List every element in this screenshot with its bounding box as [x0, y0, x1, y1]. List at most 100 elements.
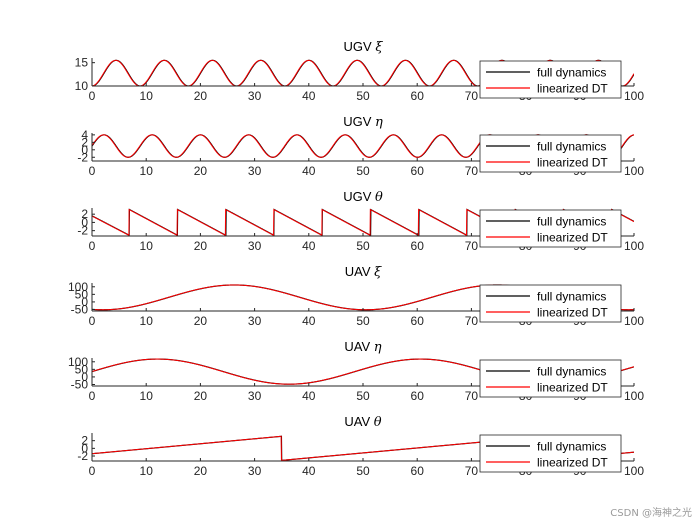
title-symbol: η: [375, 115, 383, 130]
x-tick-label: 0: [89, 314, 96, 328]
x-tick-label: 60: [411, 89, 425, 103]
x-tick-label: 0: [89, 89, 96, 103]
subplot-4: UAV ξ0102030405060708090100-50050100full…: [68, 264, 644, 328]
y-tick-label: 100: [68, 355, 88, 369]
x-tick-label: 70: [465, 239, 479, 253]
legend-label: linearized DT: [537, 306, 608, 320]
title-prefix: UGV: [343, 114, 375, 129]
y-tick-label: 100: [68, 280, 88, 294]
x-tick-label: 50: [356, 89, 370, 103]
y-tick-label: 50: [75, 287, 89, 301]
legend-label: linearized DT: [537, 156, 608, 170]
y-tick-label: 0: [81, 215, 88, 229]
x-tick-label: 40: [302, 239, 316, 253]
legend-label: linearized DT: [537, 231, 608, 245]
x-tick-label: 20: [194, 314, 208, 328]
legend-label: full dynamics: [537, 290, 606, 304]
x-tick-label: 40: [302, 89, 316, 103]
y-tick-label: -2: [77, 449, 88, 463]
x-tick-label: 40: [302, 464, 316, 478]
subplot-title: UAV η: [344, 339, 381, 355]
x-tick-label: 60: [411, 164, 425, 178]
x-tick-label: 100: [624, 239, 644, 253]
x-tick-label: 30: [248, 89, 262, 103]
legend-label: full dynamics: [537, 215, 606, 229]
title-symbol: θ: [374, 415, 382, 430]
legend-box: [479, 134, 622, 173]
y-tick-label: -2: [77, 150, 88, 164]
x-tick-label: 70: [465, 89, 479, 103]
legend: full dynamics linearized DT: [479, 284, 622, 323]
x-tick-label: 70: [465, 314, 479, 328]
x-tick-label: 10: [140, 89, 154, 103]
subplot-5: UAV η0102030405060708090100-50050100full…: [68, 339, 644, 403]
x-tick-label: 100: [624, 464, 644, 478]
title-symbol: θ: [375, 190, 383, 205]
watermark: CSDN @海神之光: [610, 508, 692, 519]
x-tick-label: 40: [302, 314, 316, 328]
y-tick-label: 0: [81, 441, 88, 455]
y-tick-label: 2: [81, 434, 88, 448]
title-prefix: UGV: [343, 189, 375, 204]
x-tick-label: 30: [248, 239, 262, 253]
legend-label: linearized DT: [537, 456, 608, 470]
x-tick-label: 60: [411, 389, 425, 403]
legend-label: linearized DT: [537, 82, 608, 96]
title-prefix: UAV: [345, 264, 374, 279]
legend-label: linearized DT: [537, 381, 608, 395]
x-tick-label: 0: [89, 389, 96, 403]
y-tick-label: -2: [77, 224, 88, 238]
legend-label: full dynamics: [537, 66, 606, 80]
x-tick-label: 20: [194, 239, 208, 253]
x-tick-label: 20: [194, 389, 208, 403]
x-tick-label: 70: [465, 389, 479, 403]
legend-box: [479, 434, 622, 473]
title-symbol: η: [374, 340, 382, 355]
x-tick-label: 0: [89, 239, 96, 253]
subplot-1: UGV ξ01020304050607080901001015full dyna…: [75, 39, 645, 103]
x-tick-label: 30: [248, 164, 262, 178]
x-tick-label: 10: [140, 314, 154, 328]
legend-box: [479, 284, 622, 323]
x-tick-label: 60: [411, 239, 425, 253]
x-tick-label: 60: [411, 314, 425, 328]
legend: full dynamics linearized DT: [479, 134, 622, 173]
subplot-title: UGV ξ: [344, 39, 384, 55]
subplot-title: UAV θ: [344, 414, 381, 430]
x-tick-label: 30: [248, 464, 262, 478]
legend-label: full dynamics: [537, 440, 606, 454]
legend: full dynamics linearized DT: [479, 434, 622, 473]
x-tick-label: 0: [89, 464, 96, 478]
legend-box: [479, 359, 622, 398]
x-tick-label: 100: [624, 314, 644, 328]
subplot-title: UGV η: [343, 114, 383, 130]
y-tick-label: -50: [71, 377, 89, 391]
y-tick-label: 0: [81, 295, 88, 309]
subplot-title: UGV θ: [343, 189, 383, 205]
legend-box: [479, 209, 622, 248]
x-tick-label: 50: [356, 239, 370, 253]
x-tick-label: 30: [248, 314, 262, 328]
title-prefix: UGV: [344, 39, 376, 54]
y-tick-label: 0: [81, 370, 88, 384]
y-tick-label: 0: [81, 143, 88, 157]
x-tick-label: 40: [302, 389, 316, 403]
x-tick-label: 10: [140, 389, 154, 403]
x-tick-label: 70: [465, 464, 479, 478]
legend-label: full dynamics: [537, 365, 606, 379]
y-tick-label: 15: [75, 56, 89, 70]
x-tick-label: 100: [624, 89, 644, 103]
x-tick-label: 40: [302, 164, 316, 178]
x-tick-label: 50: [356, 314, 370, 328]
y-tick-label: 2: [81, 135, 88, 149]
y-tick-label: 10: [75, 79, 89, 93]
title-symbol: ξ: [374, 265, 382, 280]
x-tick-label: 10: [140, 239, 154, 253]
legend-label: full dynamics: [537, 140, 606, 154]
x-tick-label: 70: [465, 164, 479, 178]
legend: full dynamics linearized DT: [479, 359, 622, 398]
